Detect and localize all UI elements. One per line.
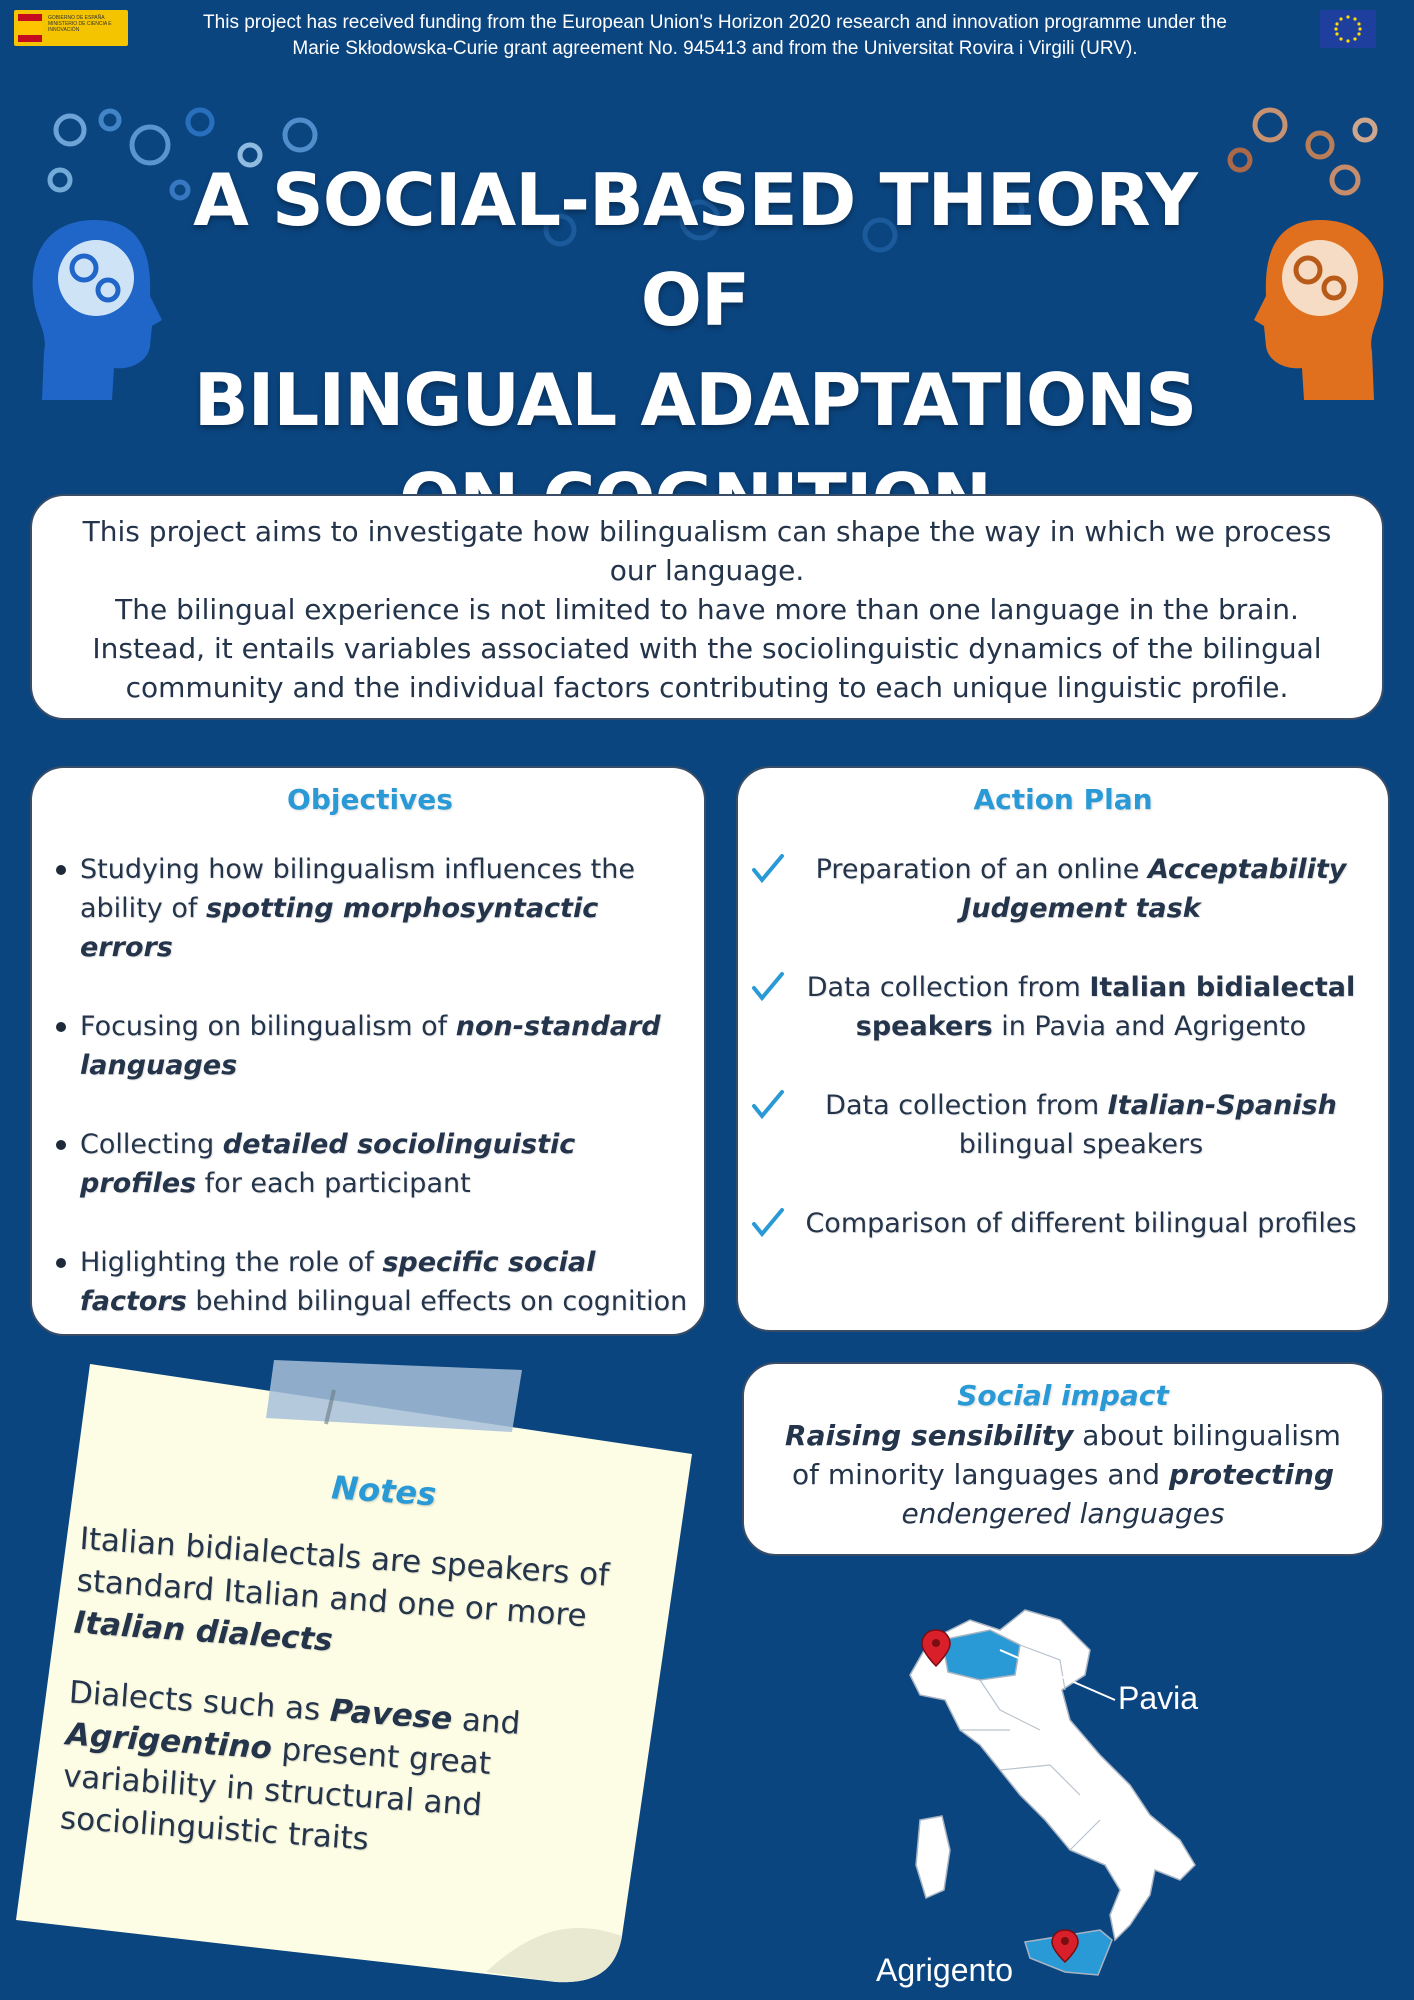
pin-icon	[1051, 1929, 1079, 1964]
sticky-paper-shape	[16, 1360, 692, 1983]
intro-paragraph: The bilingual experience is not limited …	[92, 593, 1322, 704]
poster-title: A SOCIAL-BASED THEORY OF BILINGUAL ADAPT…	[130, 150, 1260, 550]
action-text: Comparison of different bilingual profil…	[805, 1208, 1357, 1239]
objective-item: Collecting detailed sociolinguistic prof…	[52, 1125, 688, 1203]
pin-icon	[921, 1629, 951, 1668]
social-impact-text: Raising sensibility about bilingualism o…	[768, 1416, 1358, 1533]
action-item: Data collection from Italian-Spanish bil…	[750, 1086, 1376, 1164]
action-emphasis: Italian-Spanish	[1107, 1090, 1337, 1121]
action-item: Comparison of different bilingual profil…	[750, 1204, 1376, 1243]
action-text: bilingual speakers	[958, 1129, 1204, 1160]
map-label-pavia: Pavia	[1118, 1680, 1199, 1716]
action-text: Data collection from	[806, 972, 1090, 1003]
action-text: in Pavia and Agrigento	[992, 1011, 1307, 1042]
objective-text: for each participant	[196, 1168, 471, 1199]
objective-text: behind bilingual effects on cognition	[186, 1286, 688, 1317]
funding-line: Marie Skłodowska-Curie grant agreement N…	[292, 38, 1138, 59]
spain-flag-icon	[18, 14, 42, 42]
action-emphasis: Italian bidialectal speakers	[855, 972, 1356, 1042]
checkmark-icon	[752, 1208, 784, 1238]
blue-head-icon	[32, 220, 162, 400]
note-paragraph: Italian bidialectals are speakers of sta…	[72, 1518, 639, 1683]
intro-paragraph: This project aims to investigate how bil…	[82, 515, 1332, 587]
funding-line: This project has received funding from t…	[203, 12, 1227, 33]
objective-item: Higlighting the role of specific social …	[52, 1243, 688, 1321]
note-emphasis: Agrigentino	[64, 1716, 274, 1767]
objective-text: Studying how bilingualism influences the…	[80, 854, 635, 924]
action-item: Data collection from Italian bidialectal…	[750, 968, 1376, 1046]
action-plan-card: Action Plan Preparation of an online Acc…	[736, 766, 1390, 1332]
sardinia-shape	[915, 1815, 951, 1900]
objectives-title: Objectives	[287, 783, 453, 816]
impact-emphasis: Raising sensibility	[785, 1419, 1074, 1452]
orange-head-icon	[1254, 220, 1384, 400]
social-impact-card: Social impact Raising sensibility about …	[742, 1362, 1384, 1556]
map-label-agrigento: Agrigento	[876, 1952, 1013, 1988]
objectives-list: Studying how bilingualism influences the…	[52, 850, 688, 1321]
logo-line: MINISTERIO DE CIENCIA E INNOVACIÓN	[48, 21, 112, 33]
checkmark-icon	[752, 854, 784, 884]
italy-mainland-shape	[909, 1609, 1196, 1942]
objectives-card: Objectives Studying how bilingualism inf…	[30, 766, 706, 1336]
impact-emphasis: protecting	[1168, 1458, 1335, 1491]
checkmark-icon	[752, 972, 784, 1002]
objective-item: Studying how bilingualism influences the…	[52, 850, 688, 967]
action-emphasis: Acceptability Judgement task	[961, 854, 1347, 924]
header-gears-decoration	[32, 107, 1384, 400]
title-line: BILINGUAL ADAPTATIONS	[193, 358, 1197, 442]
action-plan-list: Preparation of an online Acceptability J…	[750, 850, 1376, 1243]
eu-flag-icon	[1320, 10, 1376, 48]
funding-statement: This project has received funding from t…	[150, 10, 1280, 62]
italy-map	[909, 1609, 1196, 1976]
intro-card: This project aims to investigate how bil…	[30, 494, 1384, 720]
objective-text: Higlighting the role of	[80, 1247, 383, 1278]
action-text: Preparation of an online	[815, 854, 1148, 885]
logo-line: GOBIERNO DE ESPAÑA	[48, 15, 105, 21]
objective-text: Collecting	[80, 1129, 223, 1160]
action-plan-title: Action Plan	[973, 783, 1153, 816]
objective-item: Focusing on bilingualism of non-standard…	[52, 1007, 688, 1085]
objective-emphasis: non-standard languages	[80, 1011, 661, 1081]
action-text: Data collection from	[825, 1090, 1108, 1121]
note-text: and	[450, 1701, 522, 1742]
note-emphasis: Pavese	[328, 1692, 454, 1738]
objective-text: Focusing on bilingualism of	[80, 1011, 456, 1042]
lombardy-region-shape	[941, 1629, 1021, 1681]
impact-text: about bilingualism of minority languages…	[791, 1419, 1341, 1491]
action-item: Preparation of an online Acceptability J…	[750, 850, 1376, 928]
objective-emphasis: specific social factors	[80, 1247, 596, 1317]
objective-emphasis: spotting morphosyntactic errors	[80, 893, 599, 963]
checkmark-icon	[752, 1090, 784, 1120]
objective-emphasis: detailed sociolinguistic profiles	[80, 1129, 576, 1199]
impact-text: endengered languages	[901, 1497, 1225, 1530]
social-impact-title: Social impact	[957, 1379, 1169, 1412]
notes-sticky-note: Notes Italian bidialectals are speakers …	[16, 1360, 696, 1992]
pavia-leader-line	[999, 1649, 1116, 1701]
title-line: A SOCIAL-BASED THEORY OF	[193, 158, 1198, 342]
spain-government-logo: GOBIERNO DE ESPAÑA MINISTERIO DE CIENCIA…	[14, 10, 128, 46]
